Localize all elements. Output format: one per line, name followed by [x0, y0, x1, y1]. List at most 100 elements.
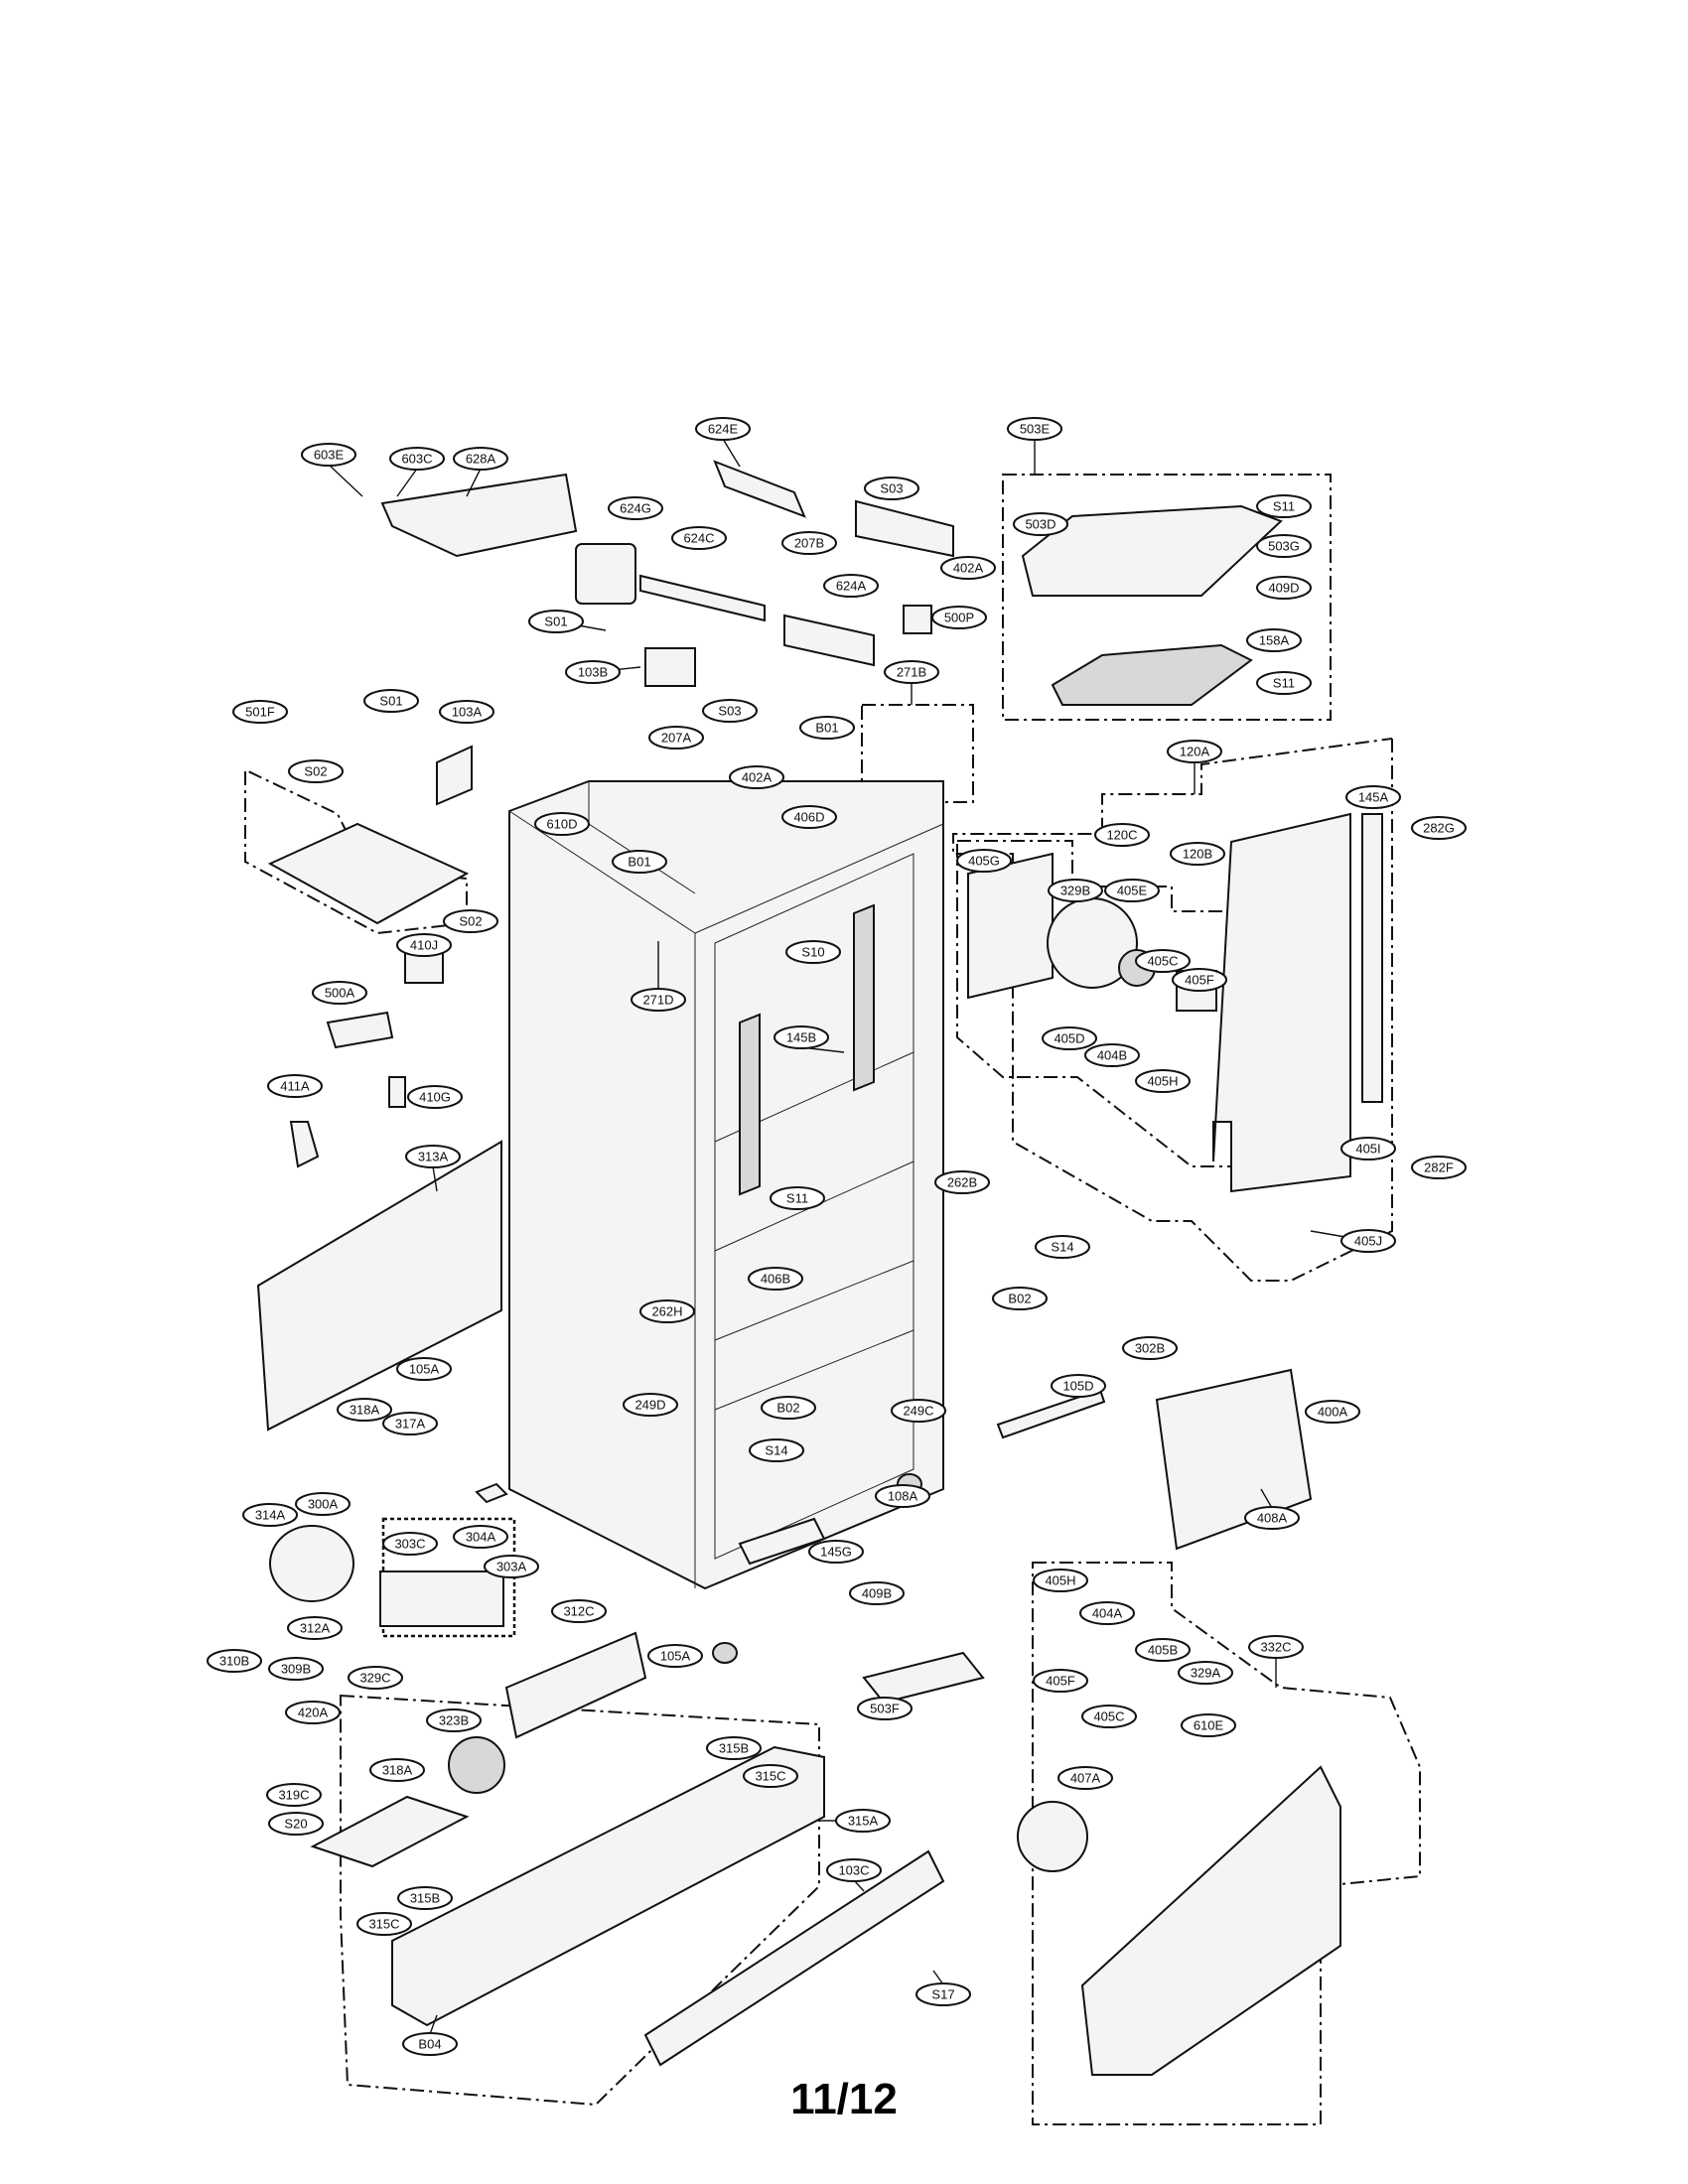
callout-503g: 503G [1256, 534, 1312, 558]
callout-text: 405B [1148, 1643, 1178, 1658]
callout-309b: 309B [268, 1657, 324, 1681]
callout-text: 271B [897, 665, 926, 680]
callout-ellipse [823, 574, 879, 598]
callout-262b: 262B [934, 1170, 990, 1194]
callout-ellipse [956, 849, 1012, 873]
callout-text: 105D [1062, 1379, 1093, 1394]
callout-400a: 400A [1305, 1400, 1360, 1424]
callout-s03: S03 [864, 477, 919, 500]
callout-624c: 624C [671, 526, 727, 550]
callout-ellipse [702, 699, 758, 723]
callout-b02: B02 [761, 1396, 816, 1420]
callout-s11: S11 [1256, 671, 1312, 695]
callout-ellipse [1167, 740, 1222, 763]
callout-ellipse [695, 417, 751, 441]
callout-text: 303C [394, 1537, 425, 1552]
callout-b04: B04 [402, 2032, 458, 2056]
callout-text: 503F [870, 1702, 900, 1716]
callout-text: 408A [1257, 1511, 1288, 1526]
callout-ellipse [426, 1708, 482, 1732]
callout-text: S01 [379, 694, 402, 709]
callout-105d: 105D [1051, 1374, 1106, 1398]
callout-text: 404B [1097, 1048, 1127, 1063]
callout-text: S14 [1051, 1240, 1073, 1255]
callout-405i: 405I [1340, 1137, 1396, 1160]
callout-405f: 405F [1033, 1669, 1088, 1693]
callout-text: 329A [1191, 1666, 1221, 1681]
callout-ellipse [242, 1503, 298, 1527]
callout-s02: S02 [288, 759, 344, 783]
callout-ellipse [369, 1758, 425, 1782]
callout-text: 310B [219, 1654, 249, 1669]
callout-317a: 317A [382, 1412, 438, 1435]
callout-409b: 409B [849, 1581, 905, 1605]
callout-624g: 624G [608, 496, 663, 520]
callout-303a: 303A [484, 1555, 539, 1578]
callout-text: 624E [708, 422, 739, 437]
callout-312c: 312C [551, 1599, 607, 1623]
callout-ellipse [1305, 1400, 1360, 1424]
callout-ellipse [453, 447, 508, 471]
callout-315c: 315C [356, 1912, 412, 1936]
callout-text: 405H [1045, 1573, 1075, 1588]
callout-text: 405H [1147, 1074, 1178, 1089]
callout-ellipse [1256, 534, 1312, 558]
callout-text: 158A [1259, 633, 1290, 648]
callout-ellipse [781, 805, 837, 829]
callout-ellipse [1033, 1669, 1088, 1693]
callout-ellipse [1345, 785, 1401, 809]
callout-103c: 103C [826, 1858, 882, 1882]
callout-ellipse [1256, 494, 1312, 518]
callout-s17: S17 [915, 1982, 971, 2006]
callout-ellipse [743, 1764, 798, 1788]
callout-409d: 409D [1256, 576, 1312, 600]
callout-ellipse [1172, 968, 1227, 992]
callout-315c: 315C [743, 1764, 798, 1788]
callout-408a: 408A [1244, 1506, 1300, 1530]
callout-text: 319C [278, 1788, 309, 1803]
callout-262h: 262H [639, 1299, 695, 1323]
callout-503f: 503F [857, 1697, 913, 1720]
callout-text: 405I [1355, 1142, 1380, 1157]
callout-ellipse [884, 660, 939, 684]
callout-271b: 271B [884, 660, 939, 684]
callout-text: 318A [350, 1403, 380, 1418]
callout-207b: 207B [781, 531, 837, 555]
callout-text: 105A [660, 1649, 691, 1664]
callout-text: 332C [1260, 1640, 1291, 1655]
callout-text: 309B [281, 1662, 311, 1677]
callout-s02: S02 [443, 909, 498, 933]
callout-ellipse [785, 940, 841, 964]
callout-145a: 145A [1345, 785, 1401, 809]
page-number: 11/12 [790, 2075, 898, 2123]
callout-120a: 120A [1167, 740, 1222, 763]
callout-text: 145A [1358, 790, 1389, 805]
callout-610d: 610D [534, 812, 590, 836]
callout-ellipse [356, 1912, 412, 1936]
callout-text: 105A [409, 1362, 440, 1377]
callout-ellipse [729, 765, 784, 789]
callout-ellipse [799, 716, 855, 740]
callout-text: 628A [466, 452, 496, 467]
callout-624a: 624A [823, 574, 879, 598]
callout-b02: B02 [992, 1287, 1048, 1310]
callout-405b: 405B [1135, 1638, 1191, 1662]
callout-text: 405D [1054, 1031, 1084, 1046]
callout-s10: S10 [785, 940, 841, 964]
callout-text: 405E [1117, 884, 1148, 898]
callout-text: 282F [1424, 1160, 1454, 1175]
callout-text: 503D [1025, 517, 1055, 532]
callout-319c: 319C [266, 1783, 322, 1807]
callout-145b: 145B [774, 1025, 829, 1049]
callout-text: B02 [1008, 1292, 1031, 1306]
callout-text: 406B [761, 1272, 790, 1287]
callout-text: 262H [651, 1304, 682, 1319]
callout-404b: 404B [1084, 1043, 1140, 1067]
callout-ellipse [648, 726, 704, 750]
callout-207a: 207A [648, 726, 704, 750]
callout-text: 312C [563, 1604, 594, 1619]
callout-text: 318A [382, 1763, 413, 1778]
callout-text: 410J [410, 938, 438, 953]
callout-405e: 405E [1104, 879, 1160, 902]
callout-405c: 405C [1135, 949, 1191, 973]
